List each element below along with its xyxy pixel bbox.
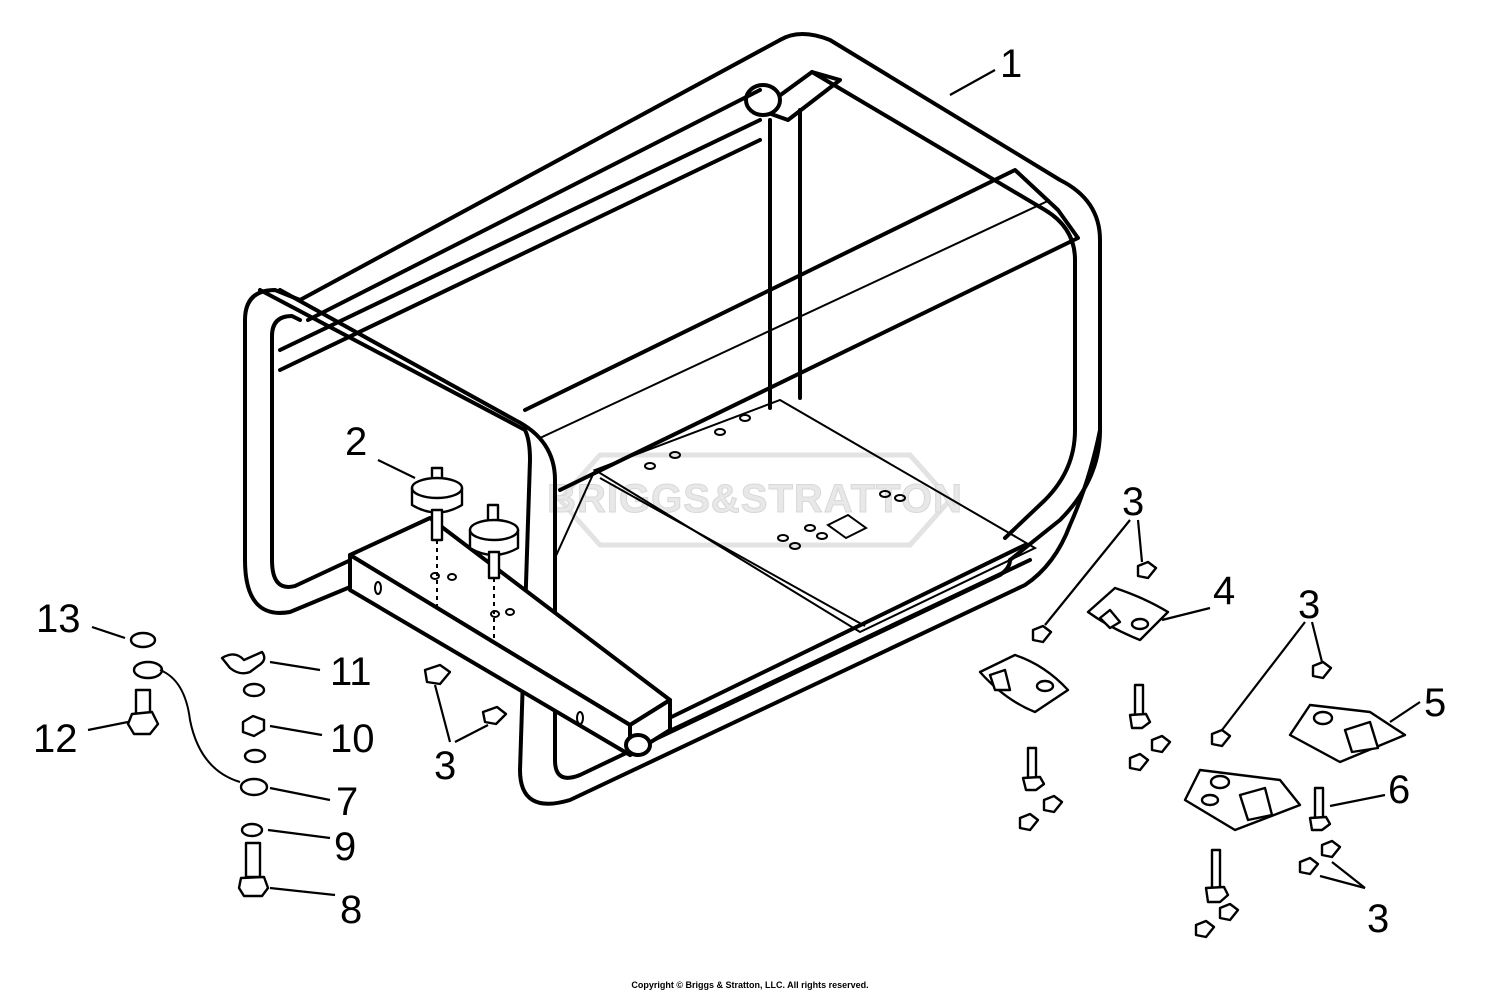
callout-8: 8 xyxy=(340,888,362,932)
callout-4: 4 xyxy=(1213,569,1235,613)
callout-13: 13 xyxy=(36,597,81,641)
lock-nut-1 xyxy=(423,663,452,686)
callout-6: 6 xyxy=(1388,768,1410,812)
callout-3-bottom: 3 xyxy=(1367,897,1389,941)
ground-wire xyxy=(159,669,241,783)
bolt-12-head xyxy=(126,710,160,736)
channel-hole-3 xyxy=(430,572,440,580)
washer-10 xyxy=(243,748,267,764)
callout-labels: 1 2 3 3 3 3 4 5 6 7 8 9 10 11 12 13 xyxy=(33,42,1446,941)
rear-loop-inner xyxy=(810,70,1077,540)
base-channel xyxy=(348,516,672,757)
top-rail-inner xyxy=(306,88,762,322)
channel-hole-4 xyxy=(447,573,457,581)
base-plate-fold xyxy=(599,477,866,627)
ring-terminal-bottom xyxy=(239,777,269,797)
washer-11 xyxy=(242,682,266,698)
brand-watermark: BRIGGS&STRATTON xyxy=(547,452,963,548)
bottom-rail-top xyxy=(653,543,1027,727)
top-rail-shadow xyxy=(278,138,762,372)
channel-hole-1 xyxy=(374,581,382,595)
lock-nut-2 xyxy=(481,705,508,726)
callout-2: 2 xyxy=(345,420,367,464)
callout-11: 11 xyxy=(330,650,372,694)
wing-nut-11 xyxy=(220,650,266,675)
front-loop-outer xyxy=(258,288,1102,806)
bolt-8-shank xyxy=(244,841,262,879)
frame-assembly xyxy=(243,32,1102,806)
bottom-rail xyxy=(638,558,1032,747)
rubber-mount-right xyxy=(468,503,520,640)
callout-7: 7 xyxy=(336,780,358,824)
callout-3-top: 3 xyxy=(1122,480,1144,524)
ground-wire-kit xyxy=(126,631,270,898)
cross-beam-edge xyxy=(539,199,1051,439)
washer-9 xyxy=(240,822,264,838)
rear-handle-end xyxy=(744,83,782,117)
callout-5: 5 xyxy=(1424,681,1446,725)
rubber-mount-left xyxy=(410,466,464,610)
vibration-mount-b xyxy=(978,624,1070,832)
callout-10: 10 xyxy=(330,717,375,761)
channel-hole-2 xyxy=(576,711,584,725)
callout-1: 1 xyxy=(1000,42,1022,86)
nut-10 xyxy=(241,714,266,738)
watermark-text: BRIGGS&STRATTON xyxy=(547,477,963,521)
bolt-12-shank xyxy=(134,688,152,716)
front-loop-left-inner xyxy=(270,314,357,589)
callout-12: 12 xyxy=(33,717,78,761)
vibration-mount-c xyxy=(1288,660,1407,876)
channel-tube-end xyxy=(624,733,652,757)
vibration-mount-d xyxy=(1183,728,1302,939)
leader-lines xyxy=(87,69,1421,897)
callout-3-right: 3 xyxy=(1298,583,1320,627)
top-rail-lower xyxy=(278,118,762,352)
top-rail-outer xyxy=(298,38,782,302)
rear-handle xyxy=(758,70,842,122)
base-plate-edge xyxy=(554,469,596,559)
base-plate xyxy=(592,398,1038,634)
callout-3-channel: 3 xyxy=(434,744,456,788)
cross-beam xyxy=(523,168,1080,492)
vibration-mount-a xyxy=(1086,560,1172,772)
ring-terminal-top xyxy=(132,660,164,680)
channel-hole-6 xyxy=(505,608,515,616)
base-plate-holes xyxy=(644,414,906,550)
rear-post xyxy=(768,108,802,410)
washer-13 xyxy=(129,631,157,649)
bolt-8-head xyxy=(237,875,270,898)
copyright-text: Copyright © Briggs & Stratton, LLC. All … xyxy=(631,980,868,990)
callout-9: 9 xyxy=(334,825,356,869)
